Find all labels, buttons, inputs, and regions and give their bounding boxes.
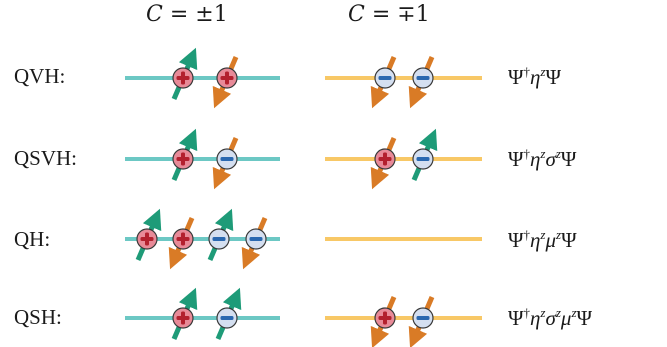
particle-plus-spin-up [135,208,162,261]
row-qsvh [125,128,482,190]
particle-plus-spin-up [171,128,198,181]
charge-bar [416,76,430,80]
particle-plus-spin-up [171,287,198,340]
particle-minus-spin-down [212,137,239,190]
formula-qsvh: Ψ†ηzσzΨ [508,146,577,171]
formula-qh: Ψ†ηzμzΨ [508,227,577,252]
header-right-value: = ∓1 [371,2,430,27]
charge-bar-vertical [383,152,387,166]
particle-minus-spin-down [408,56,435,109]
formula-qsh: Ψ†ηzσzμzΨ [508,305,593,330]
charge-bar-vertical [225,71,229,85]
charge-bar-vertical [145,232,149,246]
charge-bar-vertical [181,152,185,166]
row-label-qsh: QSH: [14,305,62,329]
particle-minus-spin-down [408,296,435,347]
particle-plus-spin-down [370,137,397,190]
charge-bar [212,237,226,241]
header-left: C = ±1 [146,2,228,27]
charge-bar [416,316,430,320]
row-qsh [125,287,482,347]
charge-bar-vertical [181,232,185,246]
charge-bar-vertical [181,71,185,85]
charge-bar-vertical [383,311,387,325]
particle-minus-spin-down [370,56,397,109]
charge-bar [220,316,234,320]
particle-minus-spin-down [241,217,268,270]
header-right: C = ∓1 [348,2,430,27]
charge-bar [220,157,234,161]
particle-plus-spin-down [212,56,239,109]
particle-plus-spin-down [370,296,397,347]
row-qh [125,208,482,270]
particle-minus-spin-up [215,287,242,340]
row-qvh [125,47,482,109]
charge-bar-vertical [181,311,185,325]
charge-bar [416,157,430,161]
header-right-symbol: C [348,2,365,27]
particle-minus-spin-up [207,208,234,261]
row-label-qsvh: QSVH: [14,146,78,170]
particle-minus-spin-up [411,128,438,181]
particle-plus-spin-up [171,47,198,100]
header-left-symbol: C [146,2,163,27]
formula-qvh: Ψ†ηzΨ [508,64,561,89]
charge-bar [378,76,392,80]
header-left-value: = ±1 [169,2,228,27]
row-label-qvh: QVH: [14,64,66,88]
row-label-qh: QH: [14,227,51,251]
charge-bar [249,237,263,241]
particle-plus-spin-down [168,217,195,270]
